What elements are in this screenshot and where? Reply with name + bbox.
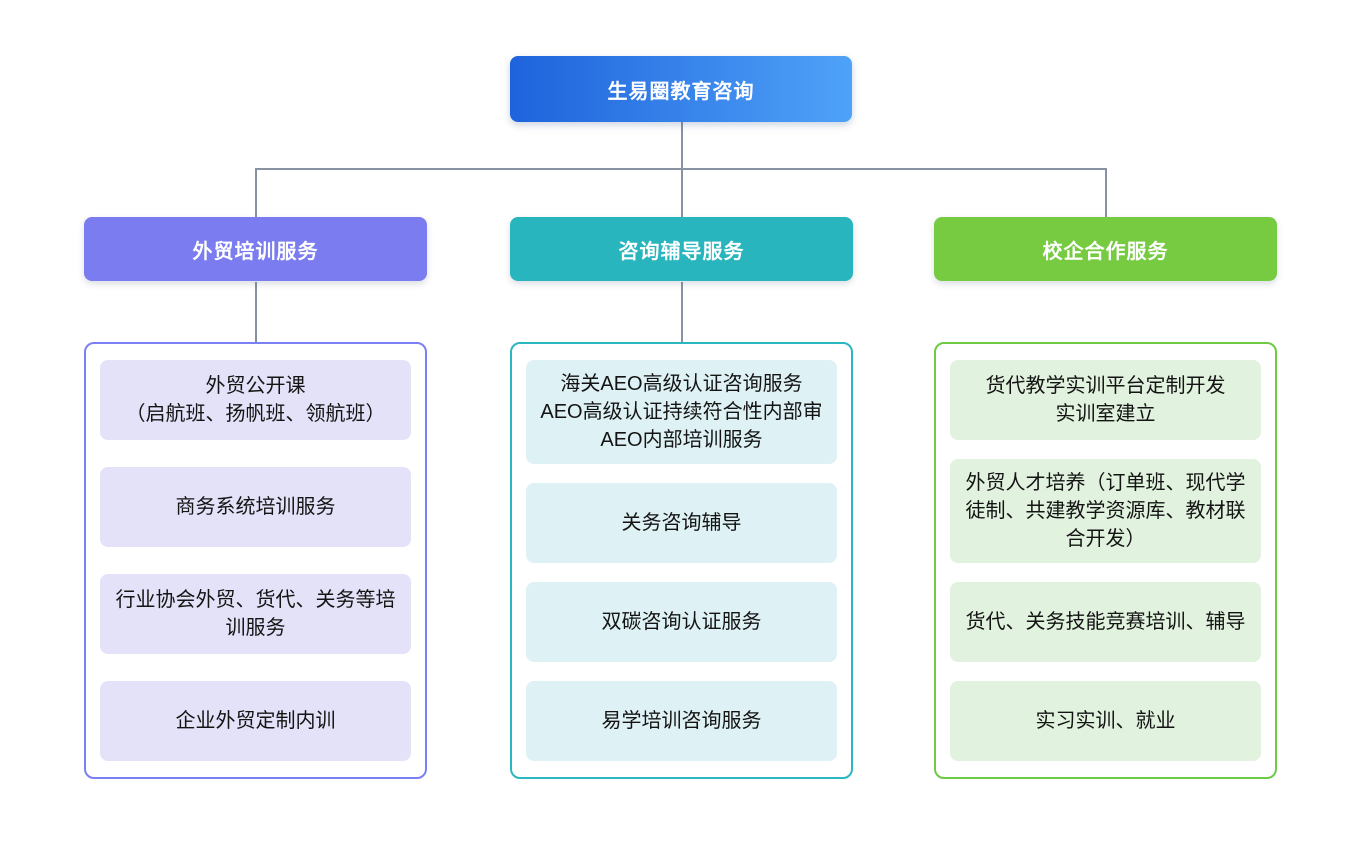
leaf-node: 行业协会外贸、货代、关务等培训服务 — [100, 574, 411, 654]
leaf-node: 海关AEO高级认证咨询服务 AEO高级认证持续符合性内部审 AEO内部培训服务 — [526, 360, 837, 464]
branch-school-enterprise-header-label: 校企合作服务 — [1042, 240, 1169, 263]
leaf-node: 关务咨询辅导 — [526, 483, 837, 563]
branch-school-enterprise-header: 校企合作服务 — [934, 217, 1277, 281]
leaf-node: 企业外贸定制内训 — [100, 681, 411, 761]
leaf-node: 货代、关务技能竞赛培训、辅导 — [950, 582, 1261, 662]
branch-school-enterprise-container: 货代教学实训平台定制开发 实训室建立 外贸人才培养（订单班、现代学徒制、共建教学… — [934, 342, 1277, 779]
connector-middle-header-to-container — [681, 282, 683, 342]
branch-consulting-header-label: 咨询辅导服务 — [618, 240, 745, 263]
leaf-node: 货代教学实训平台定制开发 实训室建立 — [950, 360, 1261, 440]
root-node-label: 生易圈教育咨询 — [607, 80, 755, 103]
leaf-node: 外贸人才培养（订单班、现代学徒制、共建教学资源库、教材联合开发） — [950, 459, 1261, 563]
connector-branch-right-drop — [1105, 168, 1107, 217]
branch-trade-training: 外贸培训服务 外贸公开课 （启航班、扬帆班、领航班） 商务系统培训服务 行业协会… — [84, 217, 427, 779]
leaf-node: 易学培训咨询服务 — [526, 681, 837, 761]
leaf-node: 双碳咨询认证服务 — [526, 582, 837, 662]
branch-consulting: 咨询辅导服务 海关AEO高级认证咨询服务 AEO高级认证持续符合性内部审 AEO… — [510, 217, 853, 779]
branch-trade-training-header: 外贸培训服务 — [84, 217, 427, 281]
connector-left-header-to-container — [255, 282, 257, 342]
branch-consulting-container: 海关AEO高级认证咨询服务 AEO高级认证持续符合性内部审 AEO内部培训服务 … — [510, 342, 853, 779]
root-node: 生易圈教育咨询 — [510, 56, 852, 122]
leaf-node: 实习实训、就业 — [950, 681, 1261, 761]
branch-trade-training-container: 外贸公开课 （启航班、扬帆班、领航班） 商务系统培训服务 行业协会外贸、货代、关… — [84, 342, 427, 779]
leaf-node: 外贸公开课 （启航班、扬帆班、领航班） — [100, 360, 411, 440]
connector-branch-left-drop — [255, 168, 257, 217]
branch-consulting-header: 咨询辅导服务 — [510, 217, 853, 281]
connector-branch-middle-drop — [681, 168, 683, 217]
connector-main-horizontal — [255, 168, 1106, 170]
branch-school-enterprise: 校企合作服务 货代教学实训平台定制开发 实训室建立 外贸人才培养（订单班、现代学… — [934, 217, 1277, 779]
connector-root-drop — [681, 122, 683, 168]
branch-trade-training-header-label: 外贸培训服务 — [192, 240, 319, 263]
leaf-node: 商务系统培训服务 — [100, 467, 411, 547]
